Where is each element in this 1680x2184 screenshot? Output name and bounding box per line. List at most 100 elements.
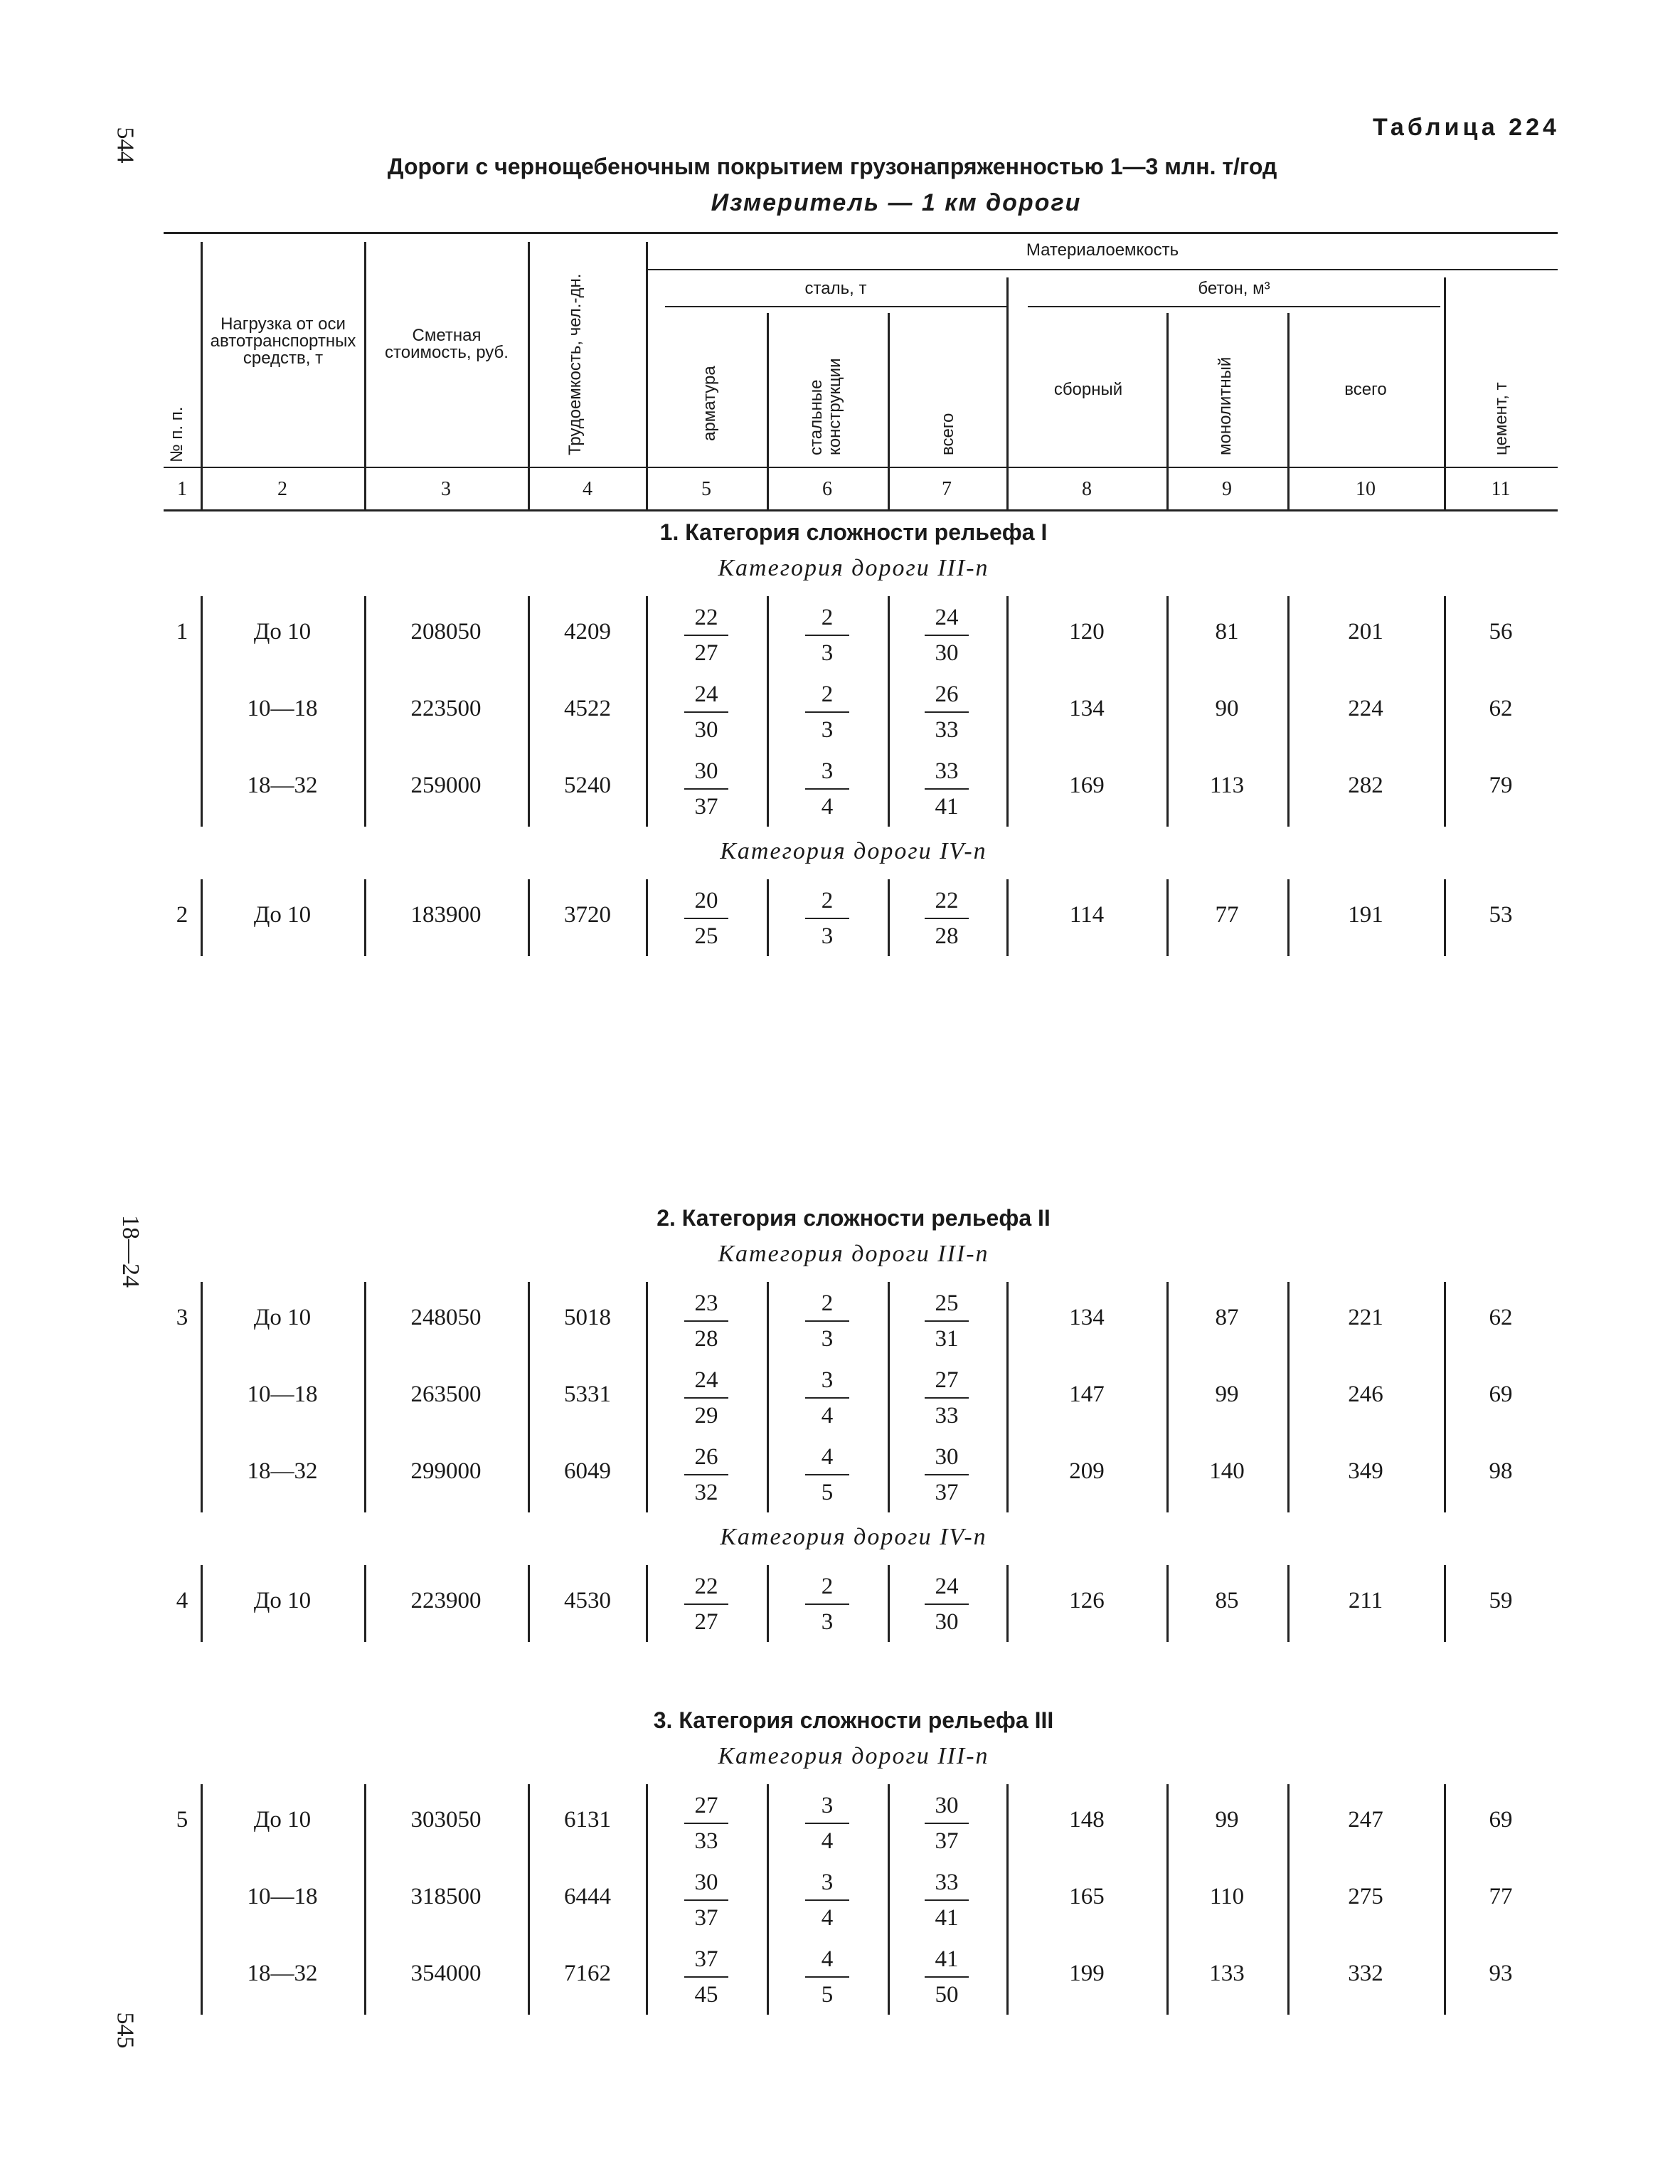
steel-total-fraction-denominator: 33 xyxy=(935,717,959,743)
section-title: 2. Категория сложности рельефа II xyxy=(656,1205,1051,1231)
reinforcement-fraction-denominator: 32 xyxy=(694,1480,718,1505)
hdr-vline xyxy=(201,242,203,509)
reinforcement-fraction-bar xyxy=(684,1976,728,1978)
steel-structures-fraction-denominator: 4 xyxy=(821,794,834,820)
steel-structures-fraction-numerator: 3 xyxy=(821,1793,834,1818)
concrete-total-cell: 211 xyxy=(1348,1588,1383,1613)
monolithic-concrete-cell: 81 xyxy=(1215,619,1239,645)
steel-total-fraction-numerator: 27 xyxy=(935,1367,959,1393)
hdr-vline xyxy=(364,242,366,509)
column-divider xyxy=(888,1565,890,1642)
column-number: 5 xyxy=(701,478,711,500)
reinforcement-fraction-numerator: 22 xyxy=(694,605,718,630)
steel-total-fraction-denominator: 50 xyxy=(935,1982,959,2008)
steel-total-fraction-bar xyxy=(925,1397,969,1399)
steel-total-fraction-numerator: 33 xyxy=(935,758,959,784)
reinforcement-fraction-bar xyxy=(684,635,728,636)
reinforcement-fraction-numerator: 20 xyxy=(694,888,718,913)
axle-load-cell: 10—18 xyxy=(247,696,318,721)
column-divider xyxy=(1166,596,1169,827)
reinforcement-fraction-numerator: 24 xyxy=(694,1367,718,1393)
steel-structures-fraction-bar xyxy=(805,1823,849,1824)
column-number: 2 xyxy=(277,478,287,500)
axle-load-cell: 18—32 xyxy=(247,1961,318,1986)
header-rule-concrete xyxy=(1028,306,1440,307)
labor-cell: 5331 xyxy=(564,1382,611,1407)
road-category-label: Категория дороги III-п xyxy=(718,1743,989,1769)
column-divider xyxy=(201,879,203,956)
axle-load-cell: До 10 xyxy=(253,619,312,645)
concrete-total-cell: 275 xyxy=(1348,1884,1383,1909)
hdr-vline xyxy=(646,242,648,509)
column-divider xyxy=(1444,596,1446,827)
steel-structures-fraction-denominator: 5 xyxy=(821,1480,834,1505)
reinforcement-fraction-numerator: 23 xyxy=(694,1290,718,1316)
steel-structures-fraction-denominator: 5 xyxy=(821,1982,834,2008)
column-divider xyxy=(1166,1784,1169,2015)
row-number: 4 xyxy=(176,1588,188,1613)
header-col10: всего xyxy=(1344,380,1387,399)
steel-total-fraction-denominator: 33 xyxy=(935,1403,959,1428)
header-col5: арматура xyxy=(700,366,719,441)
cement-cell: 69 xyxy=(1489,1807,1513,1833)
steel-structures-fraction-numerator: 2 xyxy=(821,1574,834,1599)
cement-cell: 98 xyxy=(1489,1458,1513,1484)
hdr-vline xyxy=(1166,313,1169,509)
row-number: 1 xyxy=(176,619,188,645)
estimated-cost-cell: 303050 xyxy=(410,1807,482,1833)
header-concrete: бетон, м³ xyxy=(1198,279,1270,298)
estimated-cost-cell: 208050 xyxy=(410,619,482,645)
reinforcement-fraction-numerator: 30 xyxy=(694,758,718,784)
column-divider xyxy=(1444,1784,1446,2015)
column-divider xyxy=(528,1282,530,1512)
column-divider xyxy=(528,879,530,956)
column-number: 8 xyxy=(1082,478,1092,500)
steel-structures-fraction-numerator: 2 xyxy=(821,888,834,913)
column-divider xyxy=(767,1565,769,1642)
column-divider xyxy=(1006,879,1009,956)
steel-structures-fraction-bar xyxy=(805,1603,849,1605)
monolithic-concrete-cell: 87 xyxy=(1215,1305,1239,1330)
estimated-cost-cell: 354000 xyxy=(410,1961,482,1986)
header-col1: № п. п. xyxy=(167,406,186,462)
header-col11: цемент, т xyxy=(1492,382,1511,455)
column-divider xyxy=(1287,1282,1290,1512)
labor-cell: 6049 xyxy=(564,1458,611,1484)
column-divider xyxy=(646,1282,648,1512)
steel-total-fraction-denominator: 30 xyxy=(935,1609,959,1635)
column-divider xyxy=(646,1565,648,1642)
section-title: 3. Категория сложности рельефа III xyxy=(653,1707,1054,1733)
steel-total-fraction-denominator: 31 xyxy=(935,1326,959,1352)
steel-total-fraction-numerator: 24 xyxy=(935,1574,959,1599)
steel-total-fraction-bar xyxy=(925,1899,969,1901)
steel-total-fraction-denominator: 37 xyxy=(935,1480,959,1505)
column-divider xyxy=(201,1784,203,2015)
reinforcement-fraction-denominator: 25 xyxy=(694,923,718,949)
reinforcement-fraction-bar xyxy=(684,918,728,919)
reinforcement-fraction-bar xyxy=(684,1320,728,1322)
axle-load-cell: До 10 xyxy=(253,902,312,928)
steel-total-fraction-numerator: 30 xyxy=(935,1444,959,1470)
steel-structures-fraction-denominator: 4 xyxy=(821,1403,834,1428)
cement-cell: 59 xyxy=(1489,1588,1513,1613)
page-number-bottom: 545 xyxy=(112,2012,139,2049)
axle-load-cell: До 10 xyxy=(253,1807,312,1833)
estimated-cost-cell: 299000 xyxy=(410,1458,482,1484)
column-divider xyxy=(1006,1784,1009,2015)
hdr-vline xyxy=(767,313,769,509)
concrete-total-cell: 191 xyxy=(1348,902,1383,928)
steel-total-fraction-bar xyxy=(925,918,969,919)
column-divider xyxy=(767,596,769,827)
hdr-vline xyxy=(1006,277,1009,509)
steel-structures-fraction-bar xyxy=(805,1320,849,1322)
steel-total-fraction-numerator: 24 xyxy=(935,605,959,630)
